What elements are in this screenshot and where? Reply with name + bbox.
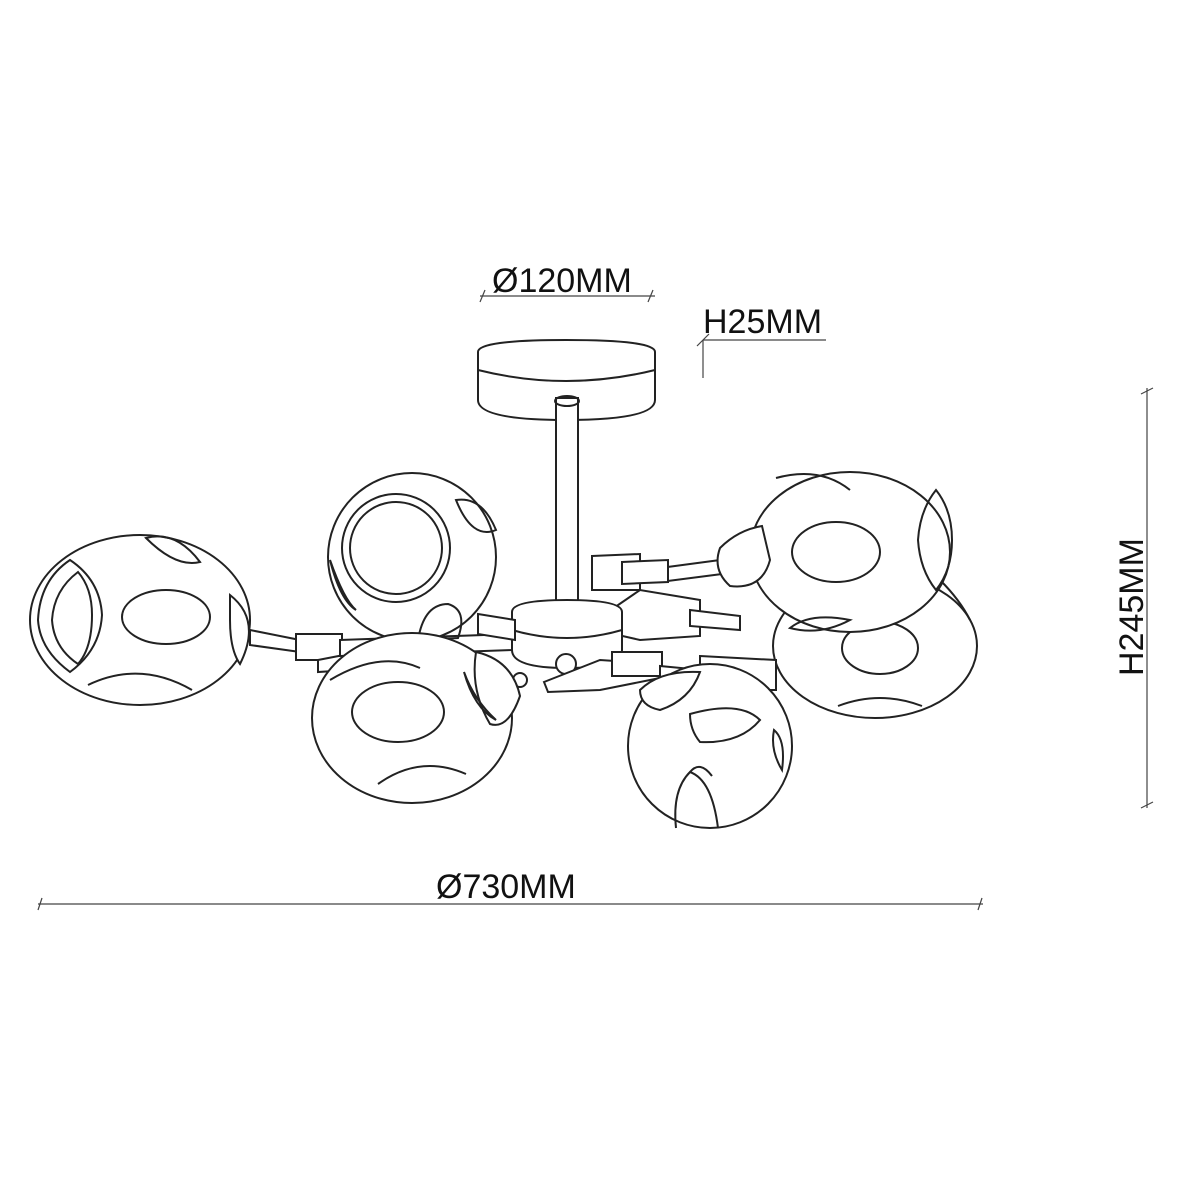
stem bbox=[554, 395, 580, 609]
canopy-diameter-dimension: Ø120MM bbox=[479, 262, 655, 303]
globe-far-left bbox=[29, 534, 251, 706]
chandelier-illustration bbox=[29, 338, 978, 829]
total-height-label: H245MM bbox=[1113, 538, 1151, 676]
canopy-height-dimension: H25MM bbox=[696, 303, 826, 378]
arm-right bbox=[591, 552, 741, 642]
globe-upper-right bbox=[716, 471, 954, 633]
canopy bbox=[477, 338, 656, 422]
center-hub bbox=[511, 598, 623, 675]
canopy-height-label: H25MM bbox=[703, 303, 822, 341]
total-diameter-dimension: Ø730MM bbox=[37, 868, 983, 911]
total-diameter-label: Ø730MM bbox=[436, 868, 576, 906]
canopy-diameter-label: Ø120MM bbox=[492, 262, 632, 300]
globe-upper-left bbox=[327, 472, 516, 642]
total-height-dimension: H245MM bbox=[1113, 387, 1154, 809]
globe-lower-left bbox=[311, 632, 522, 804]
globe-lower-right bbox=[627, 663, 793, 829]
